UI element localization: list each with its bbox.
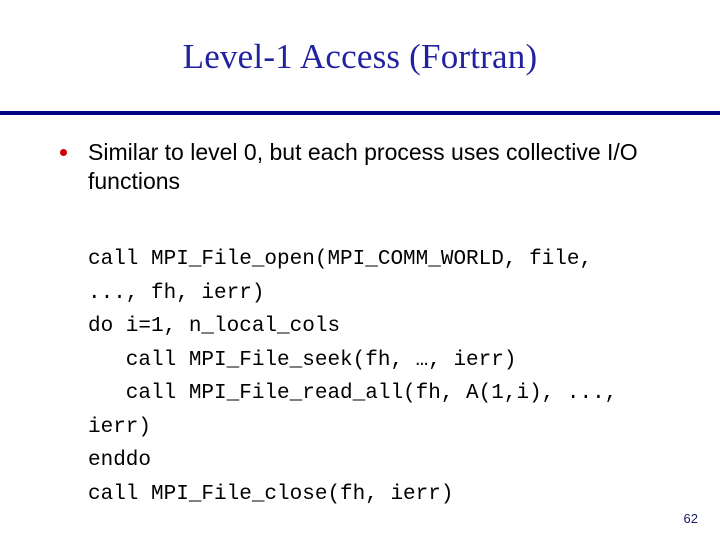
- page-title: Level-1 Access (Fortran): [182, 37, 538, 76]
- bullet-item-text: Similar to level 0, but each process use…: [88, 139, 638, 194]
- code-line: do i=1, n_local_cols: [88, 315, 341, 338]
- code-line: call MPI_File_open(MPI_COMM_WORLD, file,: [88, 248, 593, 271]
- bullet-dot-icon: [60, 149, 67, 156]
- code-line: ..., fh, ierr): [88, 281, 265, 305]
- code-line: enddo: [88, 449, 152, 472]
- bullet-list: Similar to level 0, but each process use…: [55, 138, 717, 196]
- code-line: call MPI_File_close(fh, ierr): [88, 482, 454, 506]
- code-line: call MPI_File_read_all(fh, A(1,i), ...,: [88, 382, 618, 405]
- list-item: Similar to level 0, but each process use…: [55, 138, 717, 196]
- page-number: 62: [683, 511, 698, 526]
- code-line: ierr): [88, 415, 152, 439]
- title-area: Level-1 Access (Fortran): [0, 36, 720, 78]
- code-line: call MPI_File_seek(fh, …, ierr): [88, 348, 517, 372]
- code-block: call MPI_File_open(MPI_COMM_WORLD, file,…: [88, 243, 712, 511]
- title-divider-rule: [0, 111, 720, 115]
